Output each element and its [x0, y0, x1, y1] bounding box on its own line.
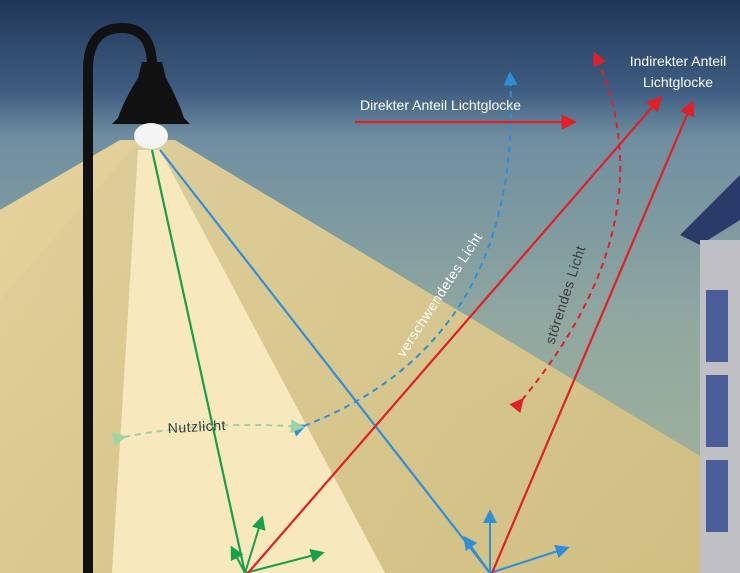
indirect-part-label-line2: Lichtglocke	[643, 74, 713, 90]
useful-light-arc	[111, 419, 305, 446]
green-reflection-arrows	[230, 515, 325, 573]
street-lamp-icon	[83, 22, 190, 573]
blue-reflection-arrows	[463, 509, 570, 573]
indirect-part-label-line1: Indirekter Anteil	[630, 53, 727, 69]
wasted-light-arc	[291, 71, 518, 437]
disturbing-light-arc	[509, 51, 622, 414]
useful-light-label: Nutzlicht	[167, 417, 226, 436]
light-cone-left-glow	[0, 140, 140, 300]
direct-part-label: Direkter Anteil Lichtglocke	[360, 97, 521, 113]
bright-light-cone	[112, 150, 385, 573]
green-ray	[150, 149, 247, 573]
building-icon	[680, 175, 740, 573]
